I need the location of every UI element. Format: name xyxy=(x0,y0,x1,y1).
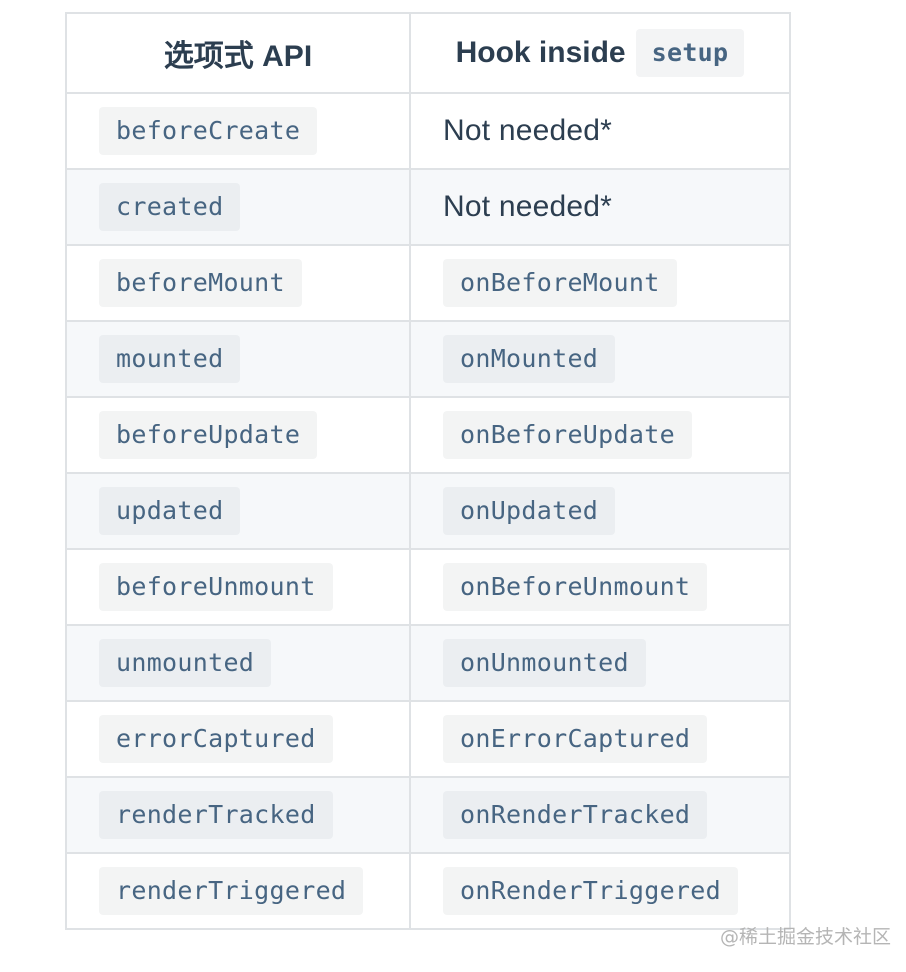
composition-hook-cell: onUnmounted xyxy=(409,624,791,702)
options-api-cell: created xyxy=(65,168,411,246)
options-api-cell: beforeCreate xyxy=(65,92,411,170)
composition-hook-code: onRenderTracked xyxy=(443,791,708,839)
table-row: renderTracked onRenderTracked xyxy=(65,776,791,854)
header-hook-inner: Hook inside setup xyxy=(456,29,745,77)
composition-hook-code: onUpdated xyxy=(443,487,616,535)
table-row: created Not needed* xyxy=(65,168,791,246)
options-api-hook-code: created xyxy=(99,183,241,231)
table-header: 选项式 API Hook inside setup xyxy=(65,12,791,94)
options-api-cell: unmounted xyxy=(65,624,411,702)
composition-hook-cell: onBeforeMount xyxy=(409,244,791,322)
table-row: mounted onMounted xyxy=(65,320,791,398)
not-needed-text: Not needed* xyxy=(443,114,613,147)
header-options-api: 选项式 API xyxy=(65,12,411,94)
options-api-hook-code: errorCaptured xyxy=(99,715,333,763)
options-api-hook-code: mounted xyxy=(99,335,241,383)
composition-hook-cell: onErrorCaptured xyxy=(409,700,791,778)
options-api-cell: beforeUnmount xyxy=(65,548,411,626)
options-api-cell: renderTracked xyxy=(65,776,411,854)
table-row: beforeUnmount onBeforeUnmount xyxy=(65,548,791,626)
not-needed-text: Not needed* xyxy=(443,190,613,223)
options-api-cell: mounted xyxy=(65,320,411,398)
options-api-cell: errorCaptured xyxy=(65,700,411,778)
table-row: unmounted onUnmounted xyxy=(65,624,791,702)
options-api-cell: beforeMount xyxy=(65,244,411,322)
composition-hook-code: onBeforeUpdate xyxy=(443,411,692,459)
composition-hook-cell: onMounted xyxy=(409,320,791,398)
composition-hook-cell: Not needed* xyxy=(409,168,791,246)
composition-hook-code: onMounted xyxy=(443,335,616,383)
composition-hook-code: onErrorCaptured xyxy=(443,715,708,763)
options-api-hook-code: unmounted xyxy=(99,639,272,687)
options-api-cell: beforeUpdate xyxy=(65,396,411,474)
options-api-hook-code: beforeUpdate xyxy=(99,411,318,459)
composition-hook-cell: onRenderTriggered xyxy=(409,852,791,930)
composition-hook-code: onBeforeUnmount xyxy=(443,563,708,611)
composition-hook-code: onBeforeMount xyxy=(443,259,677,307)
options-api-cell: updated xyxy=(65,472,411,550)
composition-hook-cell: onRenderTracked xyxy=(409,776,791,854)
composition-hook-code: onUnmounted xyxy=(443,639,646,687)
composition-hook-cell: onBeforeUpdate xyxy=(409,396,791,474)
header-row: 选项式 API Hook inside setup xyxy=(65,12,791,94)
table-row: beforeCreate Not needed* xyxy=(65,92,791,170)
options-api-hook-code: beforeMount xyxy=(99,259,302,307)
composition-hook-cell: onBeforeUnmount xyxy=(409,548,791,626)
table-row: beforeUpdate onBeforeUpdate xyxy=(65,396,791,474)
options-api-hook-code: updated xyxy=(99,487,241,535)
options-api-cell: renderTriggered xyxy=(65,852,411,930)
header-setup-code: setup xyxy=(635,29,745,77)
table-row: errorCaptured onErrorCaptured xyxy=(65,700,791,778)
table-row: updated onUpdated xyxy=(65,472,791,550)
options-api-hook-code: beforeCreate xyxy=(99,107,318,155)
composition-hook-code: onRenderTriggered xyxy=(443,867,738,915)
table-row: renderTriggered onRenderTriggered xyxy=(65,852,791,930)
header-hook-label: Hook inside xyxy=(455,36,626,69)
options-api-hook-code: beforeUnmount xyxy=(99,563,333,611)
watermark-text: @稀土掘金技术社区 xyxy=(720,926,892,948)
composition-hook-cell: onUpdated xyxy=(409,472,791,550)
options-api-hook-code: renderTracked xyxy=(99,791,333,839)
composition-hook-cell: Not needed* xyxy=(409,92,791,170)
header-hook-inside-setup: Hook inside setup xyxy=(409,12,791,94)
table-row: beforeMount onBeforeMount xyxy=(65,244,791,322)
options-api-hook-code: renderTriggered xyxy=(99,867,364,915)
